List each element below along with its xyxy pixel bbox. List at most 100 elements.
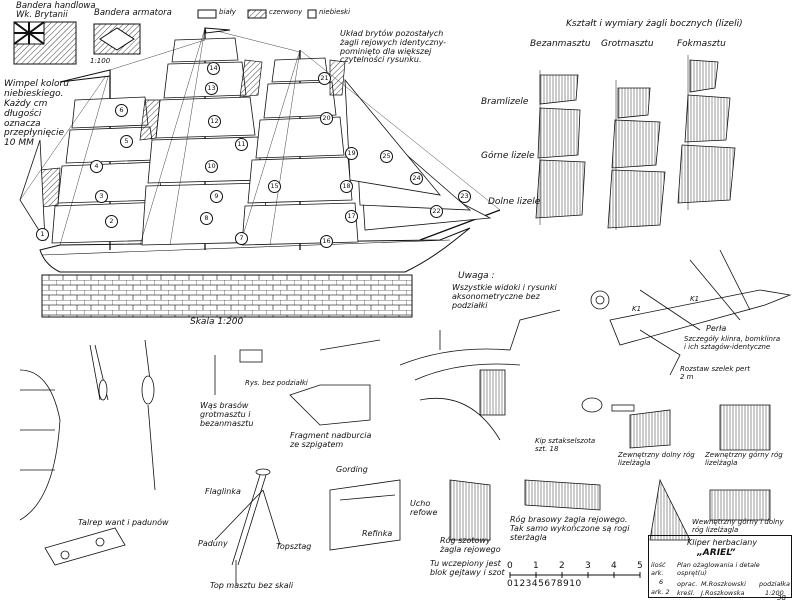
brace-corner-note: Róg brasowy żagla rejowego. Tak samo wyk… xyxy=(510,515,630,542)
pennant-note: Wimpel koloru niebieskiego. Każdy cm dłu… xyxy=(4,79,69,149)
sail-number-17: 17 xyxy=(345,210,358,223)
legend-red-label: czerwony xyxy=(269,8,303,16)
jibboom-details-label: Szczegóły klinra, bomklinra i ich sztagó… xyxy=(684,335,781,351)
sail-number-22: 22 xyxy=(430,205,443,218)
brace-note-label: Rys. bez podziałki xyxy=(245,379,308,387)
k1-label-a: K1 xyxy=(632,305,642,313)
sheet-label: ark. 2 xyxy=(651,588,670,596)
rope-spacing-label: Rozstaw szelek pert 2 m xyxy=(680,365,750,381)
scale-fine-ticks: 012345678910 xyxy=(507,579,582,589)
drafted-name: J.Roszkowska xyxy=(701,589,745,597)
bulwark-label: Fragment nadburcia ze szpigatem xyxy=(290,431,372,449)
studding-sails-title: Kształt i wymiary żagli bocznych (lizeli… xyxy=(566,19,743,29)
masthead-label: Top masztu bez skali xyxy=(210,581,294,590)
scale-tick-3: 3 xyxy=(585,561,591,571)
studding-sail-booms xyxy=(539,55,689,230)
sail-number-10: 10 xyxy=(205,160,218,173)
flags-scale-label: 1:100 xyxy=(90,57,111,65)
sail-number-18: 18 xyxy=(340,180,353,193)
row-label-royal: Bramlizele xyxy=(481,97,529,107)
plan-label: Plan ożaglowania i detale ospręt(u) xyxy=(677,561,760,577)
scale-tick-2: 2 xyxy=(559,561,565,571)
legend-white-swatch xyxy=(197,9,217,19)
backstays-label: Paduny xyxy=(198,539,228,548)
merchant-flag xyxy=(13,21,77,65)
kip-label: Kip sztakselszota szt. 18 xyxy=(535,437,596,453)
drawn-name: M.Roszkowski xyxy=(701,580,746,588)
outer-upper-corner-label: Zewnętrzny górny róg lizelżagla xyxy=(705,451,783,467)
sail-number-25: 25 xyxy=(380,150,393,163)
row-label-topmast: Górne lizele xyxy=(481,151,535,161)
yard-sail-corner-label: Róg szotowy żagla rejowego xyxy=(440,536,501,554)
merchant-flag-label: Bandera handlowa Wk. Brytanii xyxy=(16,1,96,21)
deadeye-detail xyxy=(19,339,156,566)
k1-label-b: K1 xyxy=(690,295,700,303)
main-scale-label: Skala 1:200 xyxy=(190,317,244,327)
vessel-type: Kliper herbaciany xyxy=(687,538,758,547)
sail-number-11: 11 xyxy=(235,138,248,151)
sail-number-16: 16 xyxy=(320,235,333,248)
sail-number-3: 3 xyxy=(95,190,108,203)
bowsprit-detail xyxy=(590,249,792,376)
drawn-label: oprac. xyxy=(677,580,698,588)
scale-tick-0: 0 xyxy=(507,561,513,571)
warning-title: Uwaga : xyxy=(458,271,495,281)
sheet-number: 38 xyxy=(777,594,786,602)
bow-perspective xyxy=(399,309,561,441)
legend-blue-label: niebieski xyxy=(319,8,351,16)
qty-value: 6 xyxy=(659,578,664,586)
pearl-label: Perła xyxy=(706,324,727,333)
sail-number-1: 1 xyxy=(36,228,49,241)
sail-corner-details xyxy=(329,397,771,551)
mast-label-mizzen: Bezanmasztu xyxy=(530,39,591,49)
ship-hull xyxy=(39,227,471,318)
sail-number-19: 19 xyxy=(345,147,358,160)
scale-tick-5: 5 xyxy=(637,561,643,571)
mast-label-fore: Fokmasztu xyxy=(677,39,726,49)
outer-lower-corner-label: Zewnętrzny dolny róg lizelżagla xyxy=(618,451,695,467)
scale-tick-4: 4 xyxy=(611,561,617,571)
title-block: Kliper herbaciany „ARIEL” ilość ark. 6 a… xyxy=(648,535,792,602)
jib-sails xyxy=(19,78,492,242)
legend-blue-swatch xyxy=(307,9,317,19)
rigging-lines xyxy=(19,27,501,246)
sail-number-4: 4 xyxy=(90,160,103,173)
topsail-stay-label: Topsztag xyxy=(276,542,312,551)
sail-number-9: 9 xyxy=(210,190,223,203)
sail-number-14: 14 xyxy=(207,62,220,75)
owner-flag xyxy=(93,23,141,55)
sail-layout-note: Układ brytów pozostałych żagli rejowych … xyxy=(340,29,446,65)
qty-label: ilość ark. xyxy=(651,561,666,577)
shrouds-deadeyes-label: Talrep want i padunów xyxy=(78,518,169,527)
sail-number-8: 8 xyxy=(200,212,213,225)
scale-value: 1:200 xyxy=(765,589,784,597)
drafted-label: kreśl. xyxy=(677,589,695,597)
sail-number-13: 13 xyxy=(205,82,218,95)
sail-number-21: 21 xyxy=(318,72,331,85)
sail-number-7: 7 xyxy=(235,232,248,245)
pennant-mizzen xyxy=(59,69,111,83)
row-label-lower: Dolne lizele xyxy=(488,197,541,207)
sign-label: podziałka xyxy=(759,580,791,588)
scale-bar xyxy=(509,572,641,578)
scale-tick-1: 1 xyxy=(533,561,539,571)
masthead-detail xyxy=(214,468,281,585)
studding-sails-on-ship xyxy=(34,59,346,209)
sail-number-5: 5 xyxy=(120,135,133,148)
vessel-name: „ARIEL” xyxy=(697,548,736,558)
reef-line-label: Refinka xyxy=(362,529,393,538)
brace-block-label: Wąs brasów grotmasztu i bezanmasztu xyxy=(200,401,254,428)
studding-sail-shapes xyxy=(535,59,736,229)
legend-red-swatch xyxy=(247,9,267,19)
sail-number-12: 12 xyxy=(208,115,221,128)
owner-flag-label: Bandera armatora xyxy=(94,8,172,18)
gording-label: Gording xyxy=(336,465,368,474)
mast-label-main: Grotmasztu xyxy=(601,39,654,49)
legend-white-label: biały xyxy=(219,8,236,16)
sail-number-2: 2 xyxy=(105,215,118,228)
pennant xyxy=(204,27,231,34)
bulwark-detail xyxy=(214,339,381,426)
sail-number-6: 6 xyxy=(115,104,128,117)
sail-number-23: 23 xyxy=(458,190,471,203)
